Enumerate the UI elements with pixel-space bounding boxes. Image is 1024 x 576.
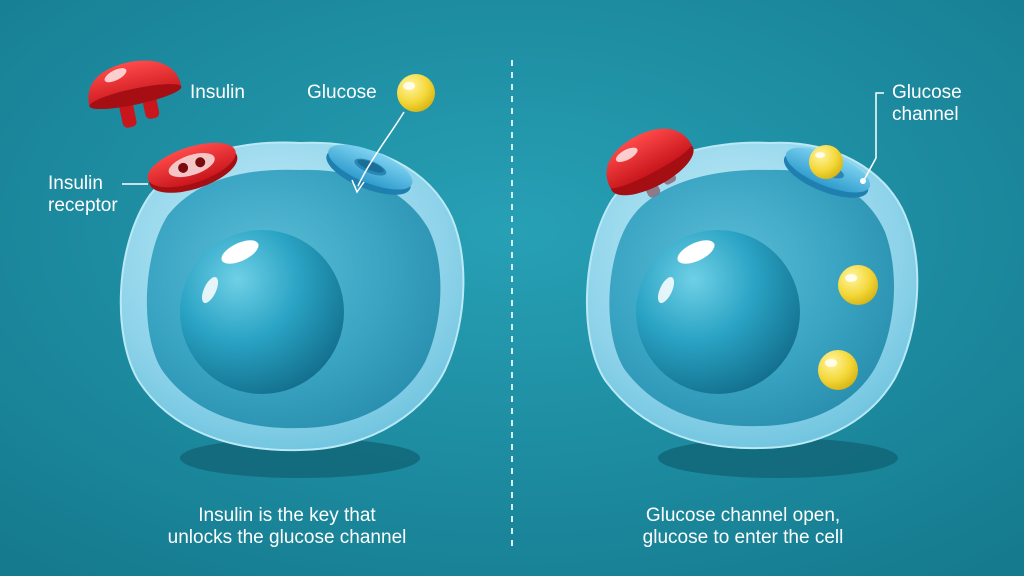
label-glucose-channel: Glucose channel <box>892 82 962 126</box>
left-nucleus <box>180 230 344 394</box>
channel-leader <box>863 92 884 181</box>
left-caption-line1: Insulin is the key that <box>198 505 376 526</box>
label-insulin-receptor: Insulin receptor <box>48 173 118 217</box>
entry-arrow-head <box>351 179 365 194</box>
receptor-hole <box>178 162 189 173</box>
right-caption: Glucose channel open, glucose to enter t… <box>553 505 933 549</box>
right-caption-line2: glucose to enter the cell <box>642 527 844 548</box>
glucose-highlight <box>825 359 837 367</box>
glucose-inside-cell <box>818 350 858 390</box>
left-caption: Insulin is the key that unlocks the gluc… <box>97 505 477 549</box>
glucose-inside-cell <box>838 265 878 305</box>
label-glucose-channel-line2: channel <box>892 104 959 125</box>
right-nucleus-highlight-2 <box>657 277 675 303</box>
label-insulin-receptor-line2: receptor <box>48 195 118 216</box>
glucose-in-channel <box>809 145 843 179</box>
channel-leader-dot <box>860 178 866 184</box>
receptor-hole <box>195 157 206 168</box>
right-cell-shadow <box>658 438 898 478</box>
right-nucleus <box>636 230 800 394</box>
right-nucleus-highlight <box>677 240 715 264</box>
insulin-molecule <box>88 60 182 128</box>
left-nucleus-highlight <box>221 240 259 264</box>
label-glucose: Glucose <box>307 82 377 103</box>
entry-arrow <box>357 111 405 187</box>
glucose-highlight <box>845 274 857 282</box>
right-caption-line1: Glucose channel open, <box>645 505 841 526</box>
left-cell-shadow <box>180 438 420 478</box>
label-insulin-receptor-line1: Insulin <box>48 173 103 194</box>
left-caption-line2: unlocks the glucose channel <box>167 527 407 548</box>
glucose-highlight <box>815 152 825 158</box>
bound-insulin <box>606 128 694 198</box>
left-nucleus-highlight-2 <box>201 277 219 303</box>
label-glucose-channel-line1: Glucose <box>892 82 962 103</box>
glucose-molecule <box>397 74 435 112</box>
left-insulin-receptor <box>147 142 238 193</box>
glucose-highlight <box>403 82 415 90</box>
left-cell <box>119 141 465 478</box>
label-insulin: Insulin <box>190 82 245 103</box>
left-glucose-channel <box>326 144 413 195</box>
